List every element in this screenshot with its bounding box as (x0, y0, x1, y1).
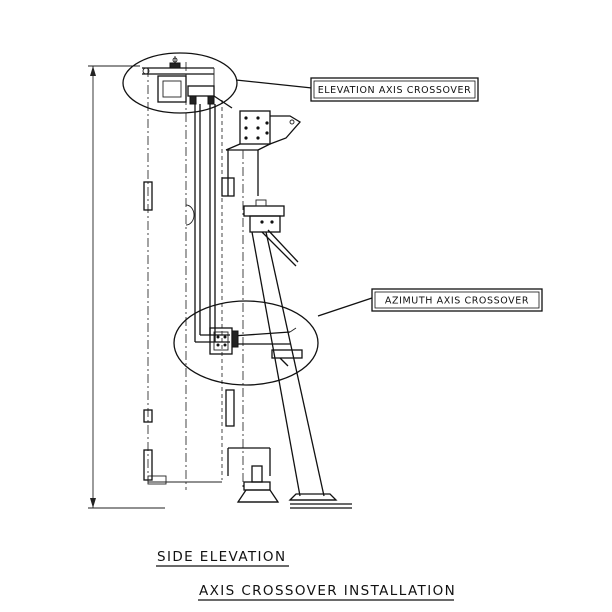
view-title-text: SIDE ELEVATION (157, 549, 286, 565)
elevation-crossover-assembly (157, 56, 233, 109)
tower-section (221, 150, 259, 490)
elevation-crossover-highlight (122, 52, 238, 114)
vertical-drive-shaft (194, 104, 230, 343)
view-title: SIDE ELEVATION (156, 549, 289, 567)
mast-column (143, 62, 223, 490)
azimuth-axis-crossover-callout: AZIMUTH AXIS CROSSOVER (371, 288, 543, 312)
mast-base (236, 465, 352, 509)
diagonal-strut (251, 231, 325, 497)
mounting-plate (225, 110, 302, 151)
mast-head (142, 67, 215, 100)
drawing-title: AXIS CROSSOVER INSTALLATION (198, 583, 456, 601)
azimuth-callout-leader (317, 297, 373, 317)
lower-mast (225, 389, 271, 476)
elevation-callout-label: ELEVATION AXIS CROSSOVER (318, 85, 472, 96)
azimuth-crossover-assembly (209, 327, 303, 367)
elevation-callout-leader (235, 79, 313, 89)
azimuth-crossover-highlight (173, 300, 319, 386)
azimuth-callout-label: AZIMUTH AXIS CROSSOVER (385, 296, 529, 307)
overall-height-dimension (88, 65, 165, 509)
drawing-title-text: AXIS CROSSOVER INSTALLATION (199, 583, 456, 599)
elevation-axis-crossover-callout: ELEVATION AXIS CROSSOVER (310, 77, 479, 102)
